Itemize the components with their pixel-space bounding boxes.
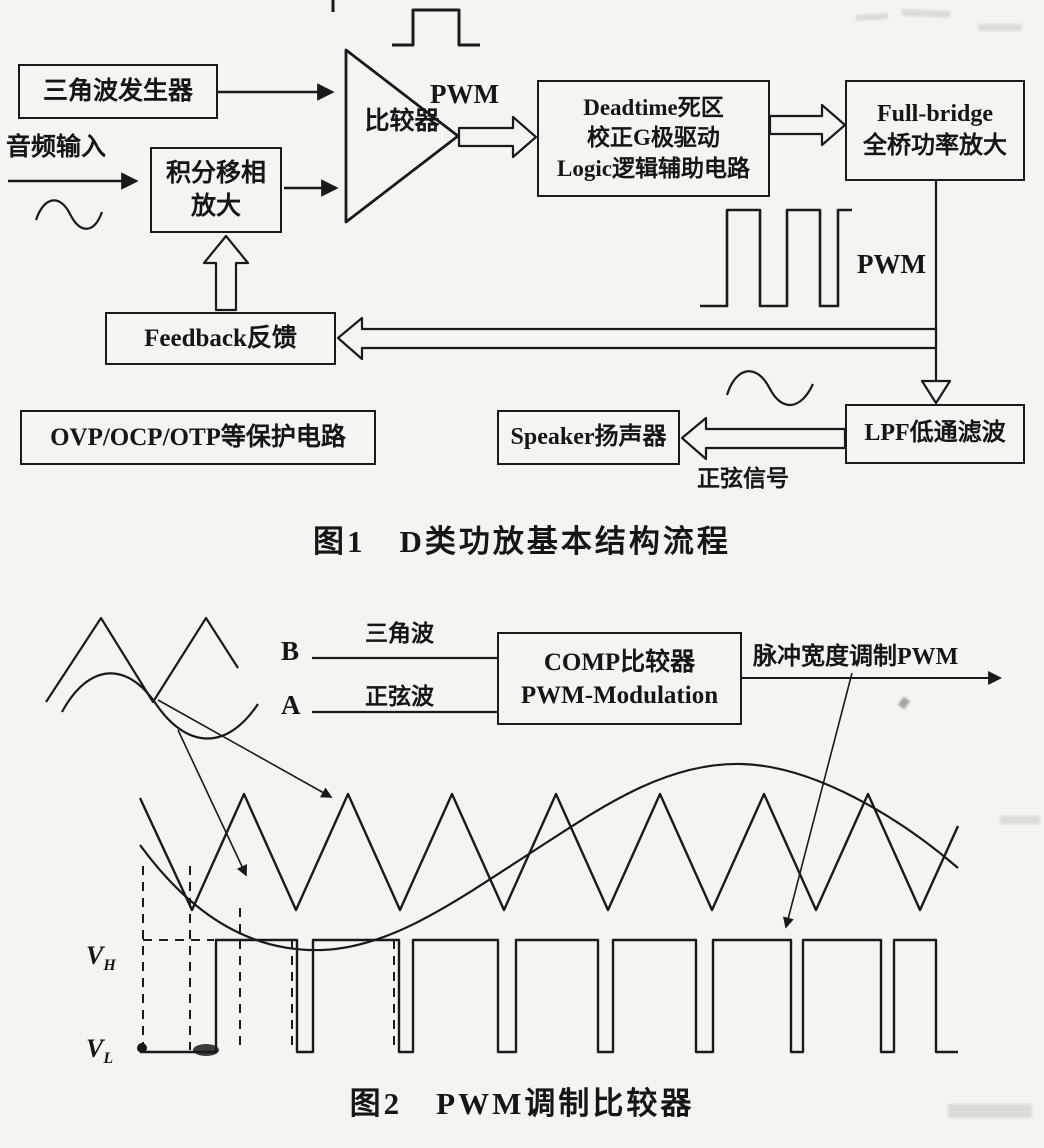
speaker-box: Speaker扬声器	[497, 410, 680, 465]
sine-wave-label: 正弦波	[365, 684, 434, 709]
triangle-wave-label: 三角波	[365, 621, 434, 646]
comparator-label: 比较器	[364, 108, 440, 135]
ink-blob	[137, 1043, 147, 1053]
hollow-arrow-lpf-speaker	[680, 416, 847, 461]
v-low-base: V	[86, 1034, 104, 1063]
v-high-sub: H	[103, 957, 116, 975]
pwm-pulse-train	[700, 208, 852, 308]
protection-label: OVP/OCP/OTP等保护电路	[50, 424, 346, 451]
fullbridge-box: Full-bridge 全桥功率放大	[845, 80, 1025, 181]
scan-artifact	[948, 1104, 1032, 1118]
pwm-output-label: 脉冲宽度调制PWM	[753, 644, 959, 670]
scan-artifact	[1000, 816, 1040, 824]
carrier-triangle-wave	[138, 792, 960, 912]
hollow-arrow-comparator-deadtime	[457, 115, 538, 159]
v-low-sub: L	[103, 1050, 114, 1068]
modulating-sine-wave	[139, 762, 959, 952]
arrow-annotation-sine	[177, 729, 248, 877]
deadtime-logic-box: Deadtime死区 校正G极驱动 Logic逻辑辅助电路	[537, 80, 770, 197]
fig2-sine-icon	[61, 672, 259, 740]
arrow-annotation-pwm	[782, 672, 853, 929]
v-high-base: V	[86, 941, 104, 970]
triangle-generator-label: 三角波发生器	[42, 78, 193, 105]
v-low-label: VL	[86, 1034, 113, 1068]
comp-line2: PWM-Modulation	[520, 681, 719, 709]
input-b-label: B	[281, 636, 300, 666]
comp-modulator-box: COMP比较器 PWM-Modulation	[497, 632, 742, 725]
hollow-arrow-feedback-integrator	[202, 234, 250, 312]
hollow-arrowhead-into-lpf	[920, 379, 952, 405]
integrator-box: 积分移相 放大	[150, 147, 282, 233]
hollow-arrow-deadtime-fullbridge	[768, 103, 847, 147]
hollow-arrow-to-feedback	[336, 316, 938, 361]
v-high-label: VH	[86, 941, 116, 975]
integrator-line2: 放大	[190, 193, 241, 220]
pwm-bridge-label: PWM	[857, 249, 926, 279]
lpf-box: LPF低通滤波	[845, 404, 1025, 464]
triangle-generator-box: 三角波发生器	[18, 64, 218, 119]
feedback-label: Feedback反馈	[144, 325, 297, 352]
scan-artifact	[978, 24, 1022, 31]
lpf-label: LPF低通滤波	[864, 420, 1006, 447]
fullbridge-line1: Full-bridge	[876, 100, 993, 127]
deadtime-line3: Logic逻辑辅助电路	[557, 155, 750, 181]
pwm-dashed-lines	[142, 866, 395, 1050]
sine-signal-label: 正弦信号	[697, 466, 789, 491]
feedback-box: Feedback反馈	[105, 312, 336, 365]
figure1-caption: 图1 D类功放基本结构流程	[313, 524, 731, 559]
lpf-sine-icon	[725, 370, 814, 407]
pwm-comparator-label: PWM	[430, 79, 499, 109]
arrow-annotation-triangle	[157, 699, 333, 798]
pulse-waveform-icon	[392, 8, 480, 47]
deadtime-line2: 校正G极驱动	[587, 125, 720, 151]
protection-box: OVP/OCP/OTP等保护电路	[20, 410, 376, 465]
audio-sine-icon	[34, 199, 104, 230]
deadtime-line1: Deadtime死区	[583, 94, 724, 120]
integrator-line1: 积分移相	[165, 160, 266, 187]
audio-input-label: 音频输入	[6, 134, 107, 161]
input-a-label: A	[281, 690, 301, 720]
ink-blob	[193, 1044, 219, 1056]
fullbridge-line2: 全桥功率放大	[863, 132, 1007, 159]
comp-line1: COMP比较器	[543, 648, 696, 676]
comparator-triangle	[344, 48, 460, 224]
figure2-caption: 图2 PWM调制比较器	[349, 1086, 695, 1121]
triangle-wave-icon	[45, 616, 239, 704]
pwm-output-wave	[140, 938, 958, 1054]
speaker-label: Speaker扬声器	[510, 423, 667, 450]
